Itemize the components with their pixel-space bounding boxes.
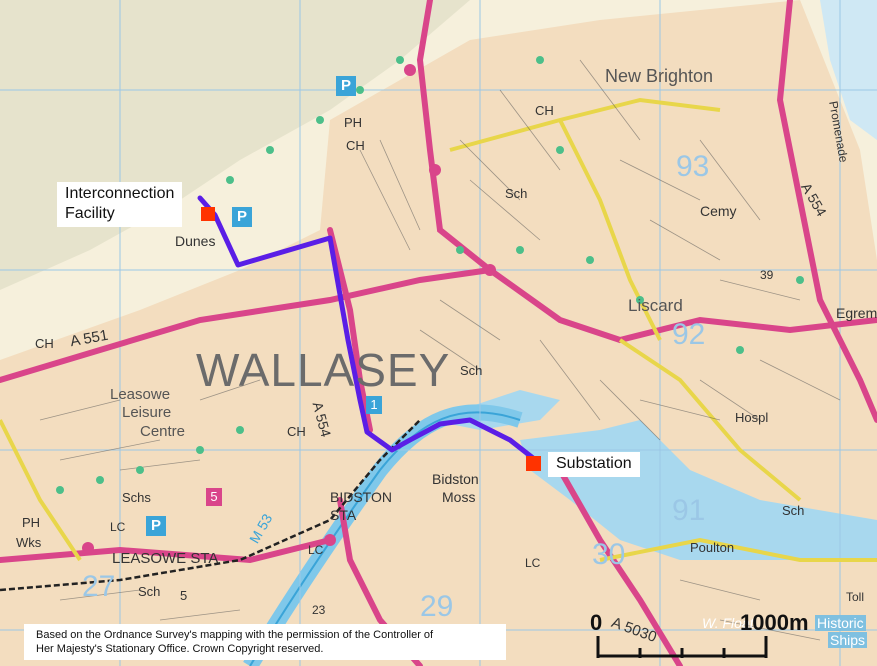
grid-number: 29 [420,590,454,623]
small-label: 23 [312,603,326,617]
small-label: Sch [505,186,528,201]
grid-number: 27 [82,570,116,603]
small-label: Sch [460,363,483,378]
place-dunes: Dunes [175,233,216,249]
small-label: LC [525,556,541,570]
small-label: 39 [760,268,774,282]
place-wallasey: WALLASEY [196,344,451,396]
copyright-line-1: Based on the Ordnance Survey's mapping w… [36,629,434,641]
place-bidston: Bidston [432,471,479,487]
interconnection-label: Interconnection Facility [57,182,183,227]
streets [39,59,841,641]
place-leisure: Leisure [122,404,172,421]
junction-badge: 5 [206,488,222,506]
grid-number: 93 [676,150,710,183]
copyright-notice: Based on the Ordnance Survey's mapping w… [24,624,506,660]
place-moss: Moss [442,489,476,505]
place-liscard: Liscard [628,296,683,315]
small-label: Sch [138,584,161,599]
grid-number: 91 [672,494,706,527]
small-label: CH [535,103,554,118]
small-label: PH [344,115,363,130]
small-label: LC [110,520,126,534]
scale-start: 0 [590,610,603,635]
place-leasowe: Leasowe [110,386,171,403]
motorway-m53-centre [249,411,521,666]
station-bidston: BIDSTON [330,489,392,505]
parking-icon: P [232,207,252,227]
small-label: 5 [180,588,188,603]
small-label: LC [308,543,324,557]
grid-number: 92 [672,318,706,351]
substation-marker-icon [526,456,541,471]
parking-icon: P [336,76,356,96]
place-w-float: W. Float [702,615,754,631]
scale-end: 1000m [740,610,809,635]
river-area [820,0,877,140]
place-wks: Wks [16,535,42,550]
junctions [82,64,496,554]
small-label: Schs [122,490,151,505]
station-sta: STA [330,507,357,523]
grid-number: 30 [592,538,626,571]
place-new-brighton: New Brighton [605,66,714,86]
substation-label: Substation [548,452,640,477]
small-label: CH [346,138,365,153]
interconnection-label-line2: Facility [65,205,115,222]
place-cemy: Cemy [700,203,737,219]
place-poulton: Poulton [690,540,735,555]
copyright-line-2: Her Majesty's Stationary Office. Crown C… [36,643,324,655]
place-hospl: Hospl [735,410,769,425]
small-label: CH [287,424,306,439]
parking-icon: P [146,516,166,536]
junction-badge: 1 [366,396,382,414]
place-egrem: Egrem [836,305,877,321]
railway [0,419,421,592]
small-label: Sch [782,503,805,518]
place-ships: Ships [828,632,868,648]
b-roads [0,97,877,562]
small-label: Toll [846,590,865,604]
station-leasowe: LEASOWE STA [112,550,219,567]
path-dots [56,56,804,494]
place-historic: Historic [815,615,866,631]
cable-route [197,195,536,461]
small-label: PH [22,515,41,530]
small-label: CH [35,336,54,351]
interconnection-label-line1: Interconnection [65,185,175,202]
interconnection-marker-icon [201,207,215,221]
place-centre: Centre [140,423,186,440]
